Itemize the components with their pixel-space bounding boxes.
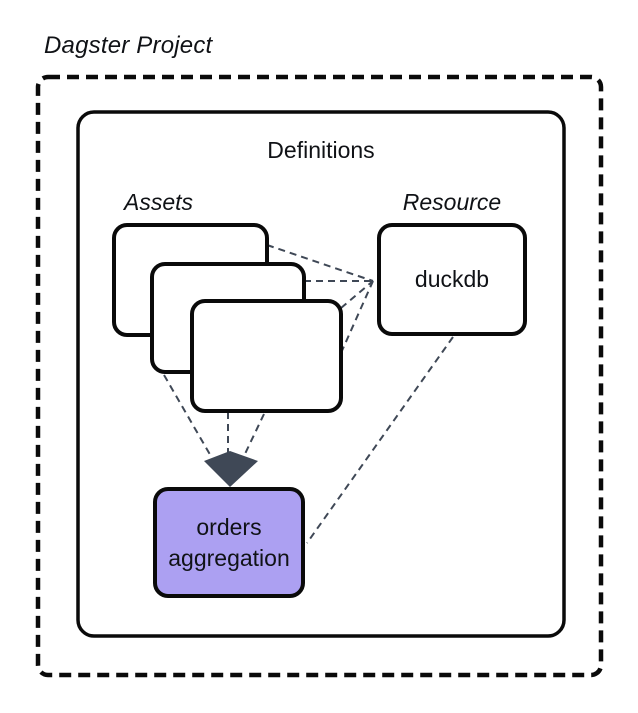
asset-node-front <box>190 299 343 413</box>
resource-node-label: duckdb <box>414 266 490 292</box>
assets-label: Assets <box>124 189 194 215</box>
connector-asset2-orders <box>163 374 213 459</box>
project-boundary <box>35 74 604 678</box>
connector-asset1-duckdb <box>266 244 374 282</box>
resource-node-duckdb: duckdb <box>377 223 527 336</box>
resource-label: Resource <box>402 189 502 215</box>
connector-asset1-orders <box>243 413 265 457</box>
connector-orders-duckdb <box>340 280 374 354</box>
definitions-label: Definitions <box>267 137 375 163</box>
asset-node-orders-aggregation: orders aggregation <box>153 487 305 598</box>
connector-asset3-duckdb <box>340 280 374 309</box>
orders-label-line1: orders <box>196 513 262 540</box>
project-title: Dagster Project <box>44 32 213 59</box>
arrow-head-icon <box>204 451 258 487</box>
orders-label-line2: aggregation <box>168 544 290 571</box>
connector-duckdb-orders <box>306 336 454 544</box>
